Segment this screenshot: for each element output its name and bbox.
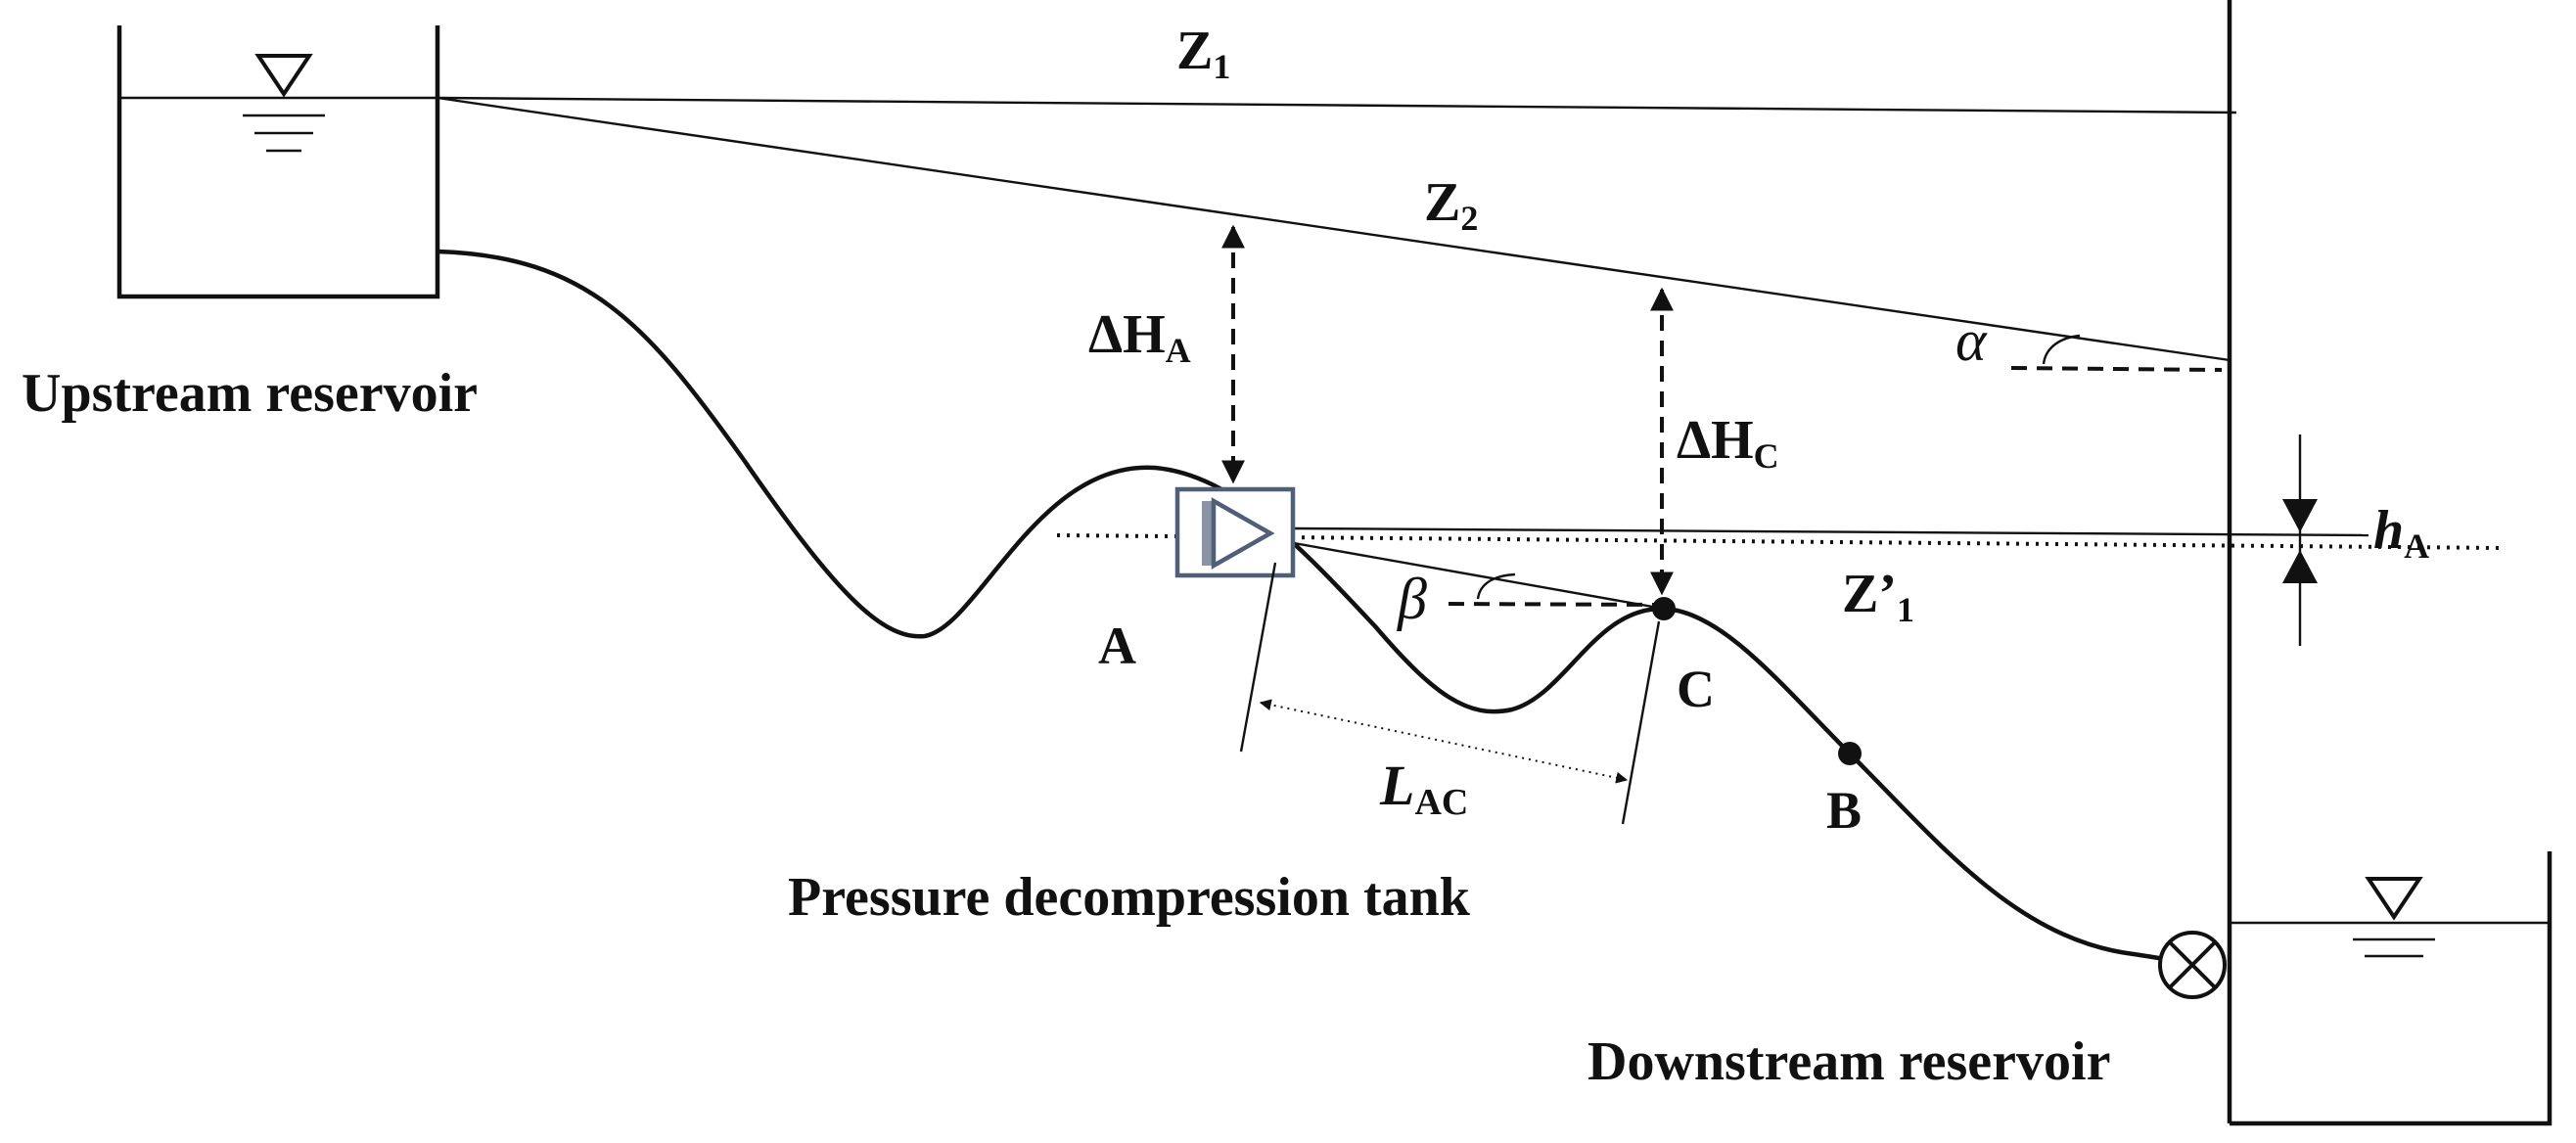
reference-dotted-line	[1056, 533, 2507, 550]
beta-arc	[1476, 572, 1516, 600]
downstream-reservoir	[2227, 0, 2553, 1126]
tank-label: Pressure decompression tank	[788, 867, 1471, 928]
ha-label: hA	[2373, 500, 2429, 566]
ha-marker	[2282, 434, 2318, 646]
point-b-marker	[1838, 742, 1862, 765]
point-c-label: C	[1677, 660, 1715, 718]
upstream-reservoir	[116, 25, 440, 299]
point-a-label: A	[1098, 617, 1136, 675]
point-c-marker	[1652, 597, 1676, 620]
valve-icon	[2158, 931, 2227, 999]
alpha-reference-line	[2010, 366, 2223, 372]
z2-line	[437, 96, 2231, 362]
tank-icon	[1174, 486, 1296, 578]
alpha-arc	[2042, 334, 2081, 365]
beta-reference-line	[1448, 602, 1660, 607]
lac-dimension	[1239, 562, 1661, 825]
tank-to-c-line	[1293, 541, 1665, 611]
point-b-label: B	[1826, 781, 1862, 840]
dha-label: ΔHA	[1088, 304, 1191, 370]
z1-prime-line	[1293, 526, 2369, 537]
alpha-label: α	[1955, 308, 1988, 373]
z1-prime-label: Z’1	[1842, 564, 1914, 629]
beta-label: β	[1397, 567, 1427, 631]
z1-label: Z1	[1176, 21, 1230, 86]
dhc-label: ΔHC	[1677, 410, 1779, 476]
upstream-reservoir-label: Upstream reservoir	[22, 363, 478, 424]
lac-label: LAC	[1379, 754, 1468, 823]
upstream-water-level-icon	[243, 54, 325, 153]
z2-label: Z2	[1424, 172, 1478, 238]
pipeline-profile	[437, 249, 2208, 968]
z1-line	[437, 96, 2237, 114]
downstream-water-level-icon	[2353, 877, 2435, 958]
downstream-reservoir-label: Downstream reservoir	[1587, 1031, 2110, 1092]
